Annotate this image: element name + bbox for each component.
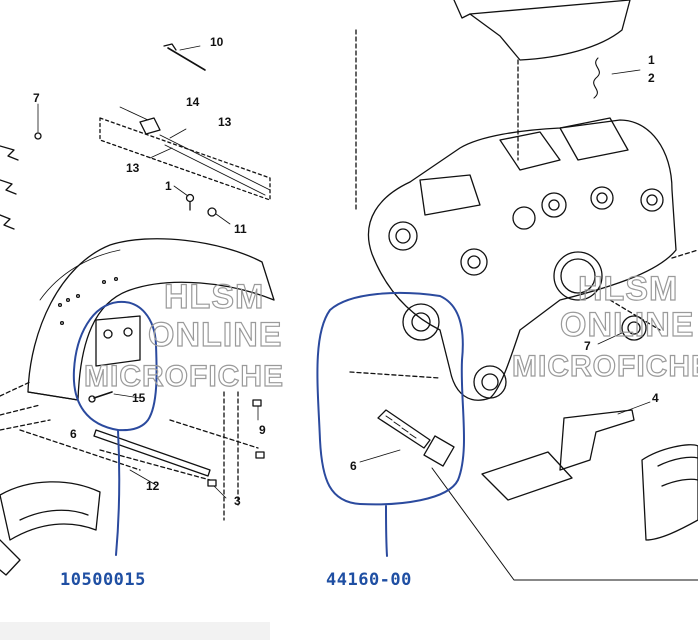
annotation-tail-left	[115, 429, 121, 556]
callout-label: 3	[234, 494, 241, 508]
part-number-right: 44160-00	[326, 570, 412, 590]
callout-label: 9	[259, 423, 266, 437]
bottom-strip	[0, 622, 270, 640]
callout-label: 14	[186, 95, 200, 109]
annotation-circles	[72, 292, 466, 557]
callout-label: 13	[126, 161, 140, 175]
annotation-loop-left	[72, 300, 158, 432]
callout-label: 6	[70, 427, 77, 441]
callout-label: 4	[652, 391, 659, 405]
callout-label: 7	[33, 91, 40, 105]
callout-label: 15	[132, 391, 146, 405]
callout-label: 10	[210, 35, 224, 49]
annotation-loop-right	[316, 292, 466, 506]
watermark-text: ONLINE	[560, 306, 694, 344]
callout-label: 1	[165, 179, 172, 193]
callout-label: 13	[218, 115, 232, 129]
caliper-assembly	[349, 0, 698, 581]
watermark-text: MICROFICHE	[84, 360, 284, 393]
fender-assembly	[0, 43, 275, 576]
callout-label: 7	[584, 339, 591, 353]
callout-label: 12	[146, 479, 160, 493]
watermark: HLSM ONLINE MICROFICHE HLSM ONLINE MICRO…	[83, 269, 698, 393]
callout-label: 2	[648, 71, 655, 85]
callout-label: 1	[648, 53, 655, 67]
annotation-tail-right	[385, 505, 388, 557]
callout-label: 6	[350, 459, 357, 473]
part-number-left: 10500015	[60, 570, 146, 590]
callout-labels: 10 7 14 13 13 1 11 15 6 9 12 3 1 2 4 7 6	[33, 35, 659, 508]
callout-label: 11	[234, 222, 247, 236]
watermark-text: HLSM	[164, 278, 264, 316]
watermark-text: MICROFICHE	[512, 350, 698, 383]
watermark-text: HLSM	[578, 270, 678, 308]
watermark-text: ONLINE	[148, 316, 282, 354]
